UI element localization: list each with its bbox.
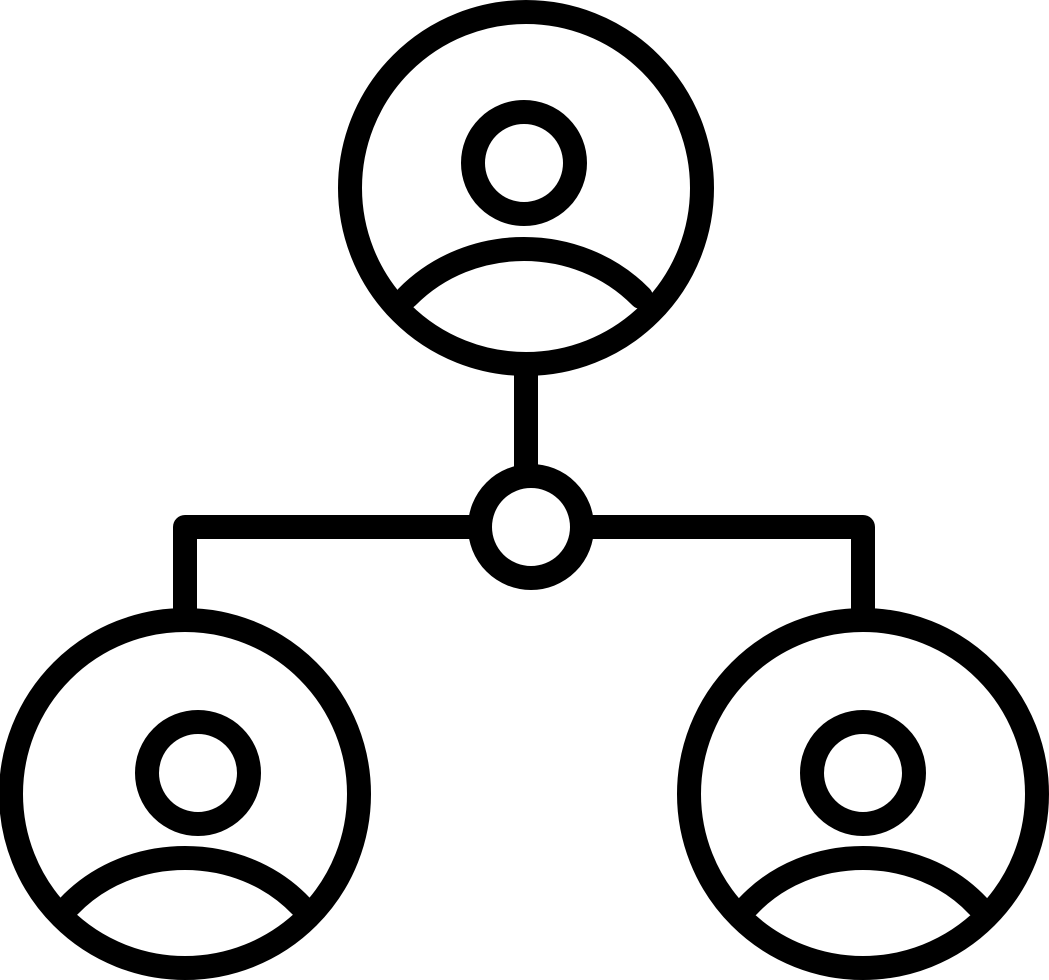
connector-hub-to-bottom-right [578,515,875,620]
user-head-icon [800,710,926,836]
user-shoulders-icon [57,846,313,918]
user-node-circle [0,608,371,980]
user-node-top [338,0,714,376]
user-shoulders-icon [395,237,653,309]
user-head-icon [461,100,587,226]
user-shoulders-icon [736,846,990,918]
user-node-circle [677,608,1049,980]
user-head-icon [135,710,261,836]
connector-hub-to-bottom-left [173,515,484,620]
user-node-circle [338,0,714,376]
user-node-bottom-right [677,608,1049,980]
connector-node-icon [468,464,594,590]
user-node-bottom-left [0,608,371,980]
